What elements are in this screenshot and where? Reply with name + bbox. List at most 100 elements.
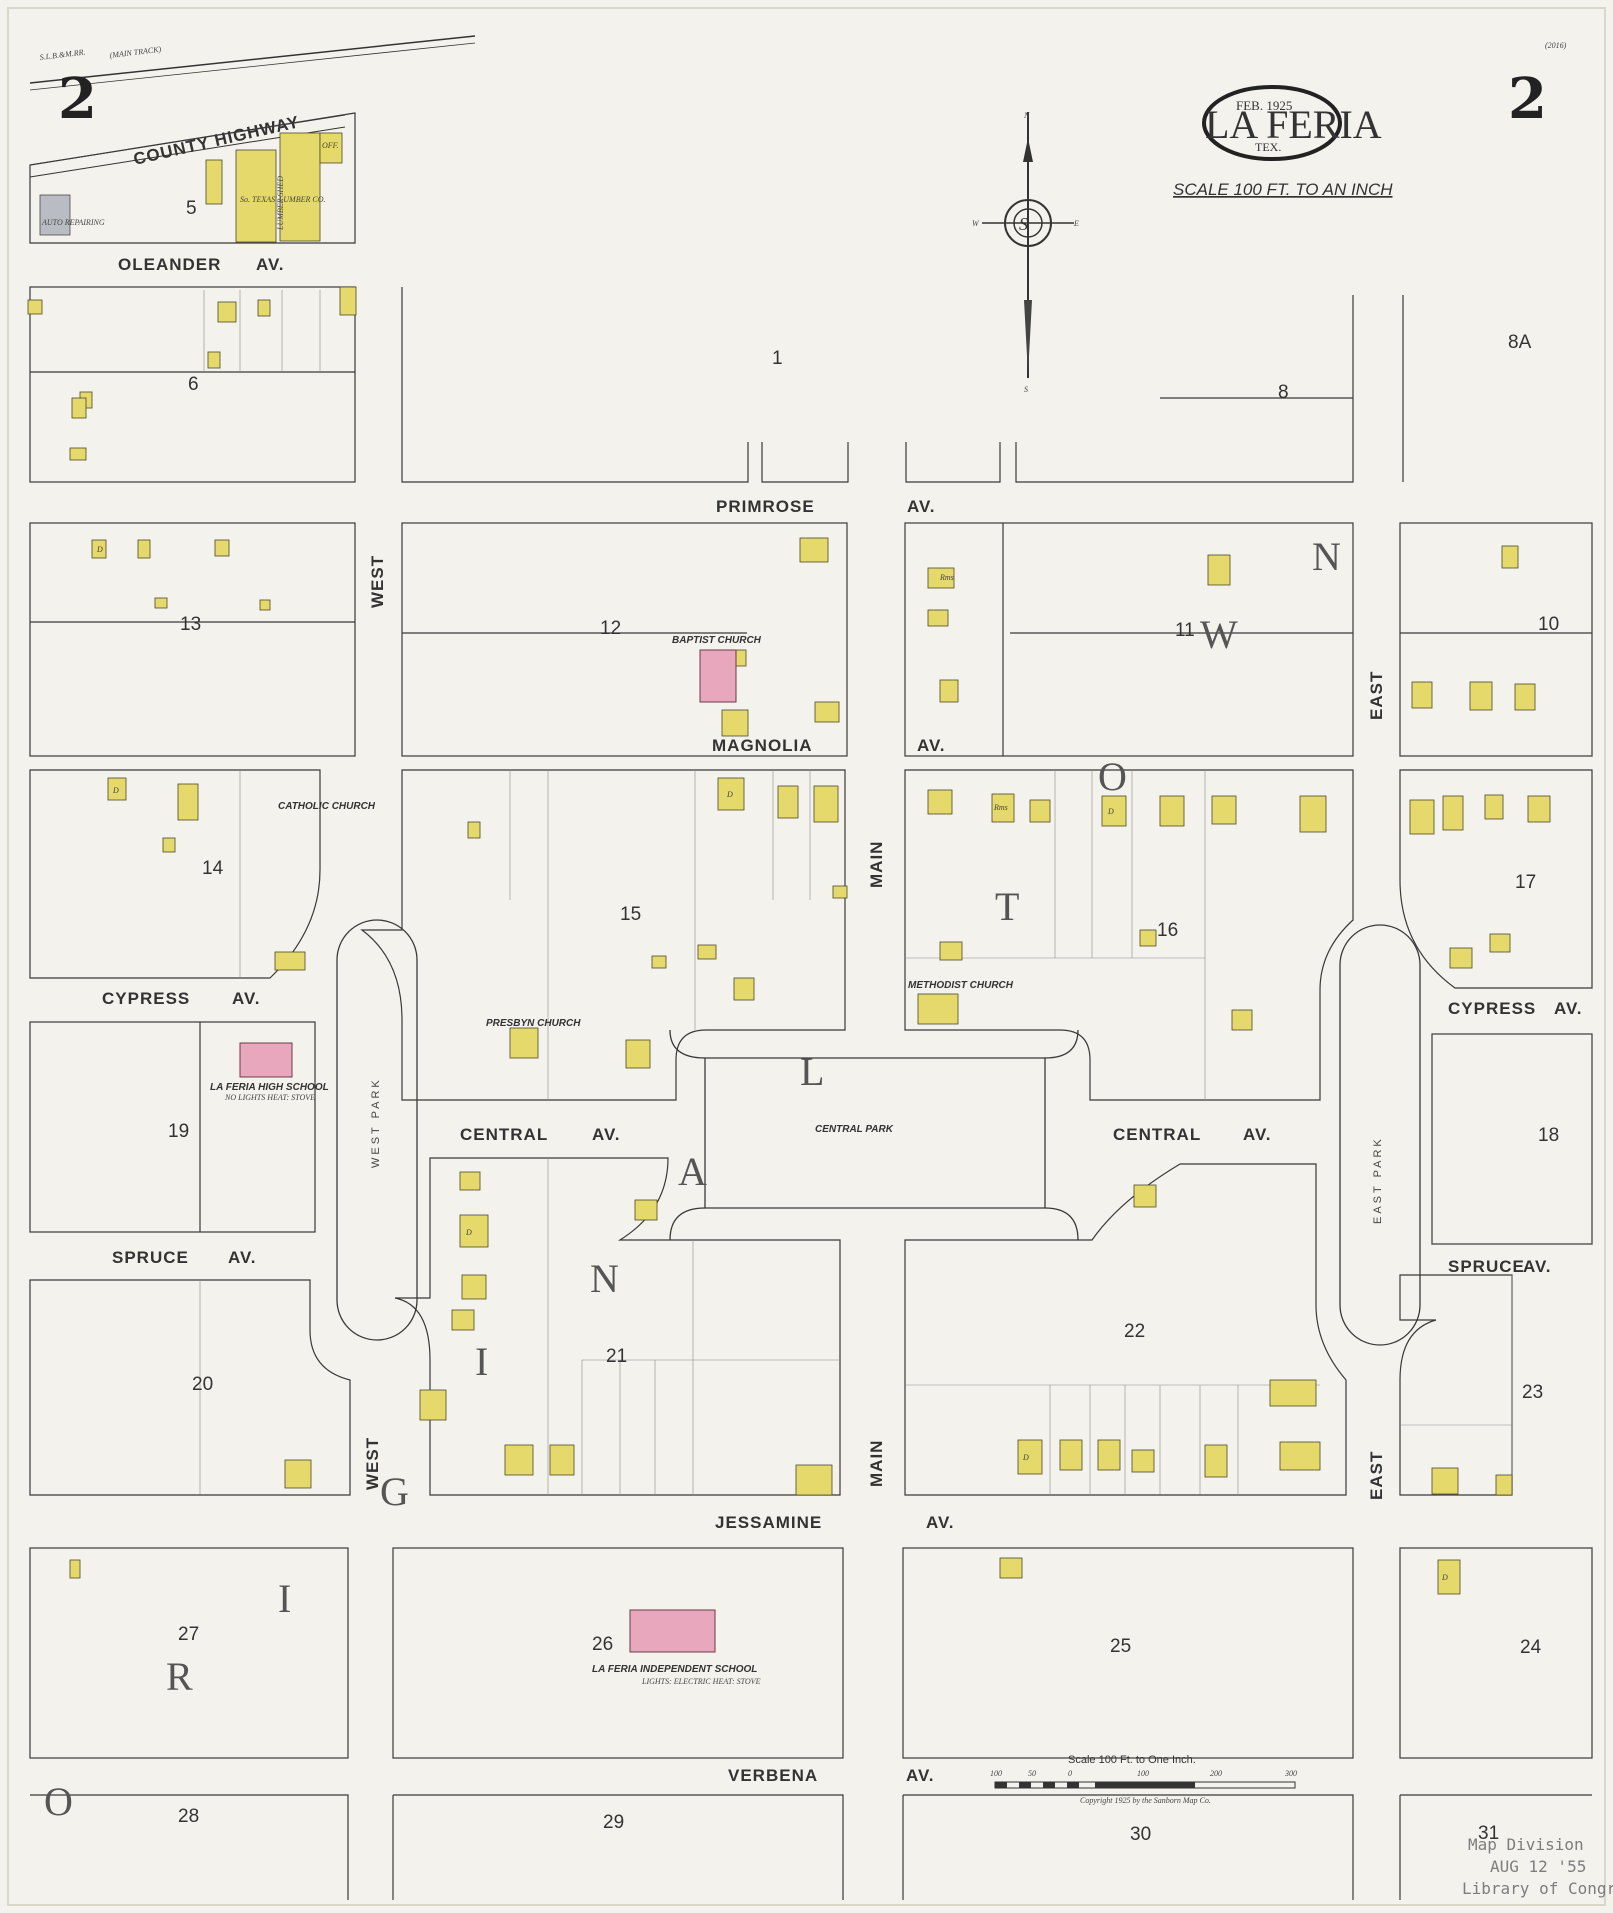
scale-tick: 50	[1028, 1769, 1036, 1778]
methodist-church-label: METHODIST CHURCH	[908, 980, 1014, 991]
block-number: 22	[1124, 1321, 1145, 1342]
block-number: 8A	[1508, 332, 1532, 353]
street-central-east-av: AV.	[1243, 1125, 1272, 1144]
original-town-letters: O R I G I N A L T O W N	[44, 534, 1341, 1824]
rooms-label: Rms	[993, 803, 1008, 812]
street-verbena: VERBENA	[728, 1766, 818, 1785]
ghost-letter: W	[1200, 612, 1238, 657]
street-jessamine-av: AV.	[926, 1513, 955, 1532]
lumber-yard: So. TEXAS' LUMBER CO. AUTO REPAIRING LUM…	[39, 132, 343, 243]
ghost-letter: T	[995, 884, 1019, 929]
block-number: 31	[1478, 1823, 1499, 1844]
block-number: 12	[600, 618, 621, 639]
dwelling-label: D	[1022, 1453, 1029, 1462]
street-cypress-west: CYPRESS	[102, 989, 190, 1008]
block-number: 26	[592, 1634, 613, 1655]
street-magnolia-av: AV.	[917, 736, 946, 755]
block-number: 23	[1522, 1382, 1543, 1403]
street-west-upper: WEST	[368, 555, 387, 608]
dwelling-label: D	[726, 790, 733, 799]
compass-monogram: S	[1019, 214, 1028, 234]
buildings-dwellings	[27, 286, 1551, 1595]
block-numbers: 1 5 6 8 8A 10 11 12 13 14 15 16 17 18 19…	[168, 198, 1559, 1845]
scale-bar: Scale 100 Ft. to One Inch. 100 50 0 100 …	[990, 1754, 1297, 1805]
scale-tick: 0	[1068, 1769, 1072, 1778]
street-main-upper: MAIN	[867, 841, 886, 888]
street-oleander: OLEANDER	[118, 255, 221, 274]
compass-rose: S N S E W	[972, 111, 1079, 394]
parks	[336, 919, 1421, 1346]
street-central-west: CENTRAL	[460, 1125, 548, 1144]
scale-bar-title: Scale 100 Ft. to One Inch.	[1068, 1754, 1196, 1766]
office-label: OFF.	[322, 141, 339, 150]
library-stamp: Map Division AUG 12 '55 Library of Congr…	[1462, 1835, 1613, 1898]
block-number: 21	[606, 1346, 627, 1367]
baptist-church-label: BAPTIST CHURCH	[672, 635, 762, 646]
ghost-letter: G	[380, 1469, 409, 1514]
dwelling-label: D	[465, 1228, 472, 1237]
west-park-label: WEST PARK	[370, 1077, 382, 1168]
brick-buildings	[239, 649, 737, 1653]
ghost-letter: L	[800, 1049, 824, 1094]
block-number: 5	[186, 198, 197, 219]
dwelling-label: D	[112, 786, 119, 795]
dwelling-label: D	[1441, 1573, 1448, 1582]
street-west-lower: WEST	[363, 1437, 382, 1490]
block-number: 11	[1175, 620, 1195, 641]
auto-repairing-label: AUTO REPAIRING	[41, 218, 105, 227]
independent-school-label: LA FERIA INDEPENDENT SCHOOL	[592, 1664, 757, 1675]
street-central-west-av: AV.	[592, 1125, 621, 1144]
title-cartouche: FEB. 1925 LA FERIA TEX. SCALE 100 FT. TO…	[1173, 85, 1393, 199]
street-cypress-west-av: AV.	[232, 989, 261, 1008]
dwelling-labels: D D D D D D D Rms Rms	[96, 545, 1448, 1582]
high-school-note: NO LIGHTS HEAT: STOVE	[224, 1093, 315, 1102]
street-spruce-east-av: AV.	[1523, 1257, 1552, 1276]
block-number: 13	[180, 614, 201, 635]
block-number: 17	[1515, 872, 1536, 893]
street-east-upper: EAST	[1367, 671, 1386, 720]
block-number: 29	[603, 1812, 624, 1833]
title-scale: SCALE 100 FT. TO AN INCH	[1173, 180, 1393, 199]
stamp-line3: Library of Congress	[1462, 1879, 1613, 1898]
ghost-letter: O	[44, 1779, 73, 1824]
ghost-letter: R	[166, 1654, 193, 1699]
scale-tick: 300	[1284, 1769, 1297, 1778]
street-cypress-east-av: AV.	[1554, 999, 1583, 1018]
lot-lines	[199, 290, 1513, 1495]
block-outlines	[29, 112, 1593, 1900]
street-primrose: PRIMROSE	[716, 497, 815, 516]
block-number: 6	[188, 374, 199, 395]
title-town: LA FERIA	[1205, 102, 1382, 147]
block-number: 25	[1110, 1636, 1131, 1657]
block-number: 16	[1157, 920, 1178, 941]
scale-tick: 100	[990, 1769, 1002, 1778]
compass-w: W	[972, 219, 980, 228]
ghost-letter: I	[278, 1576, 291, 1621]
east-park-label: EAST PARK	[1372, 1136, 1384, 1224]
compass-s: S	[1024, 385, 1028, 394]
south-texas-lumber-label: So. TEXAS' LUMBER CO.	[240, 195, 325, 204]
rooms-label: Rms	[939, 573, 954, 582]
block-number: 15	[620, 904, 641, 925]
ghost-letter: N	[1312, 534, 1341, 579]
dwelling-label: D	[1107, 807, 1114, 816]
title-date: FEB. 1925	[1236, 98, 1292, 113]
stamp-line2: AUG 12 '55	[1490, 1857, 1586, 1876]
ghost-letter: I	[475, 1339, 488, 1384]
block-number: 8	[1278, 382, 1289, 403]
railway: S.L.B.&M.RR. (MAIN TRACK)	[29, 35, 476, 91]
street-spruce-west-av: AV.	[228, 1248, 257, 1267]
catholic-church-label: CATHOLIC CHURCH	[278, 801, 376, 812]
block-number: 27	[178, 1624, 199, 1645]
block-number: 20	[192, 1374, 213, 1395]
stamp-line1: Map Division	[1468, 1835, 1584, 1854]
street-verbena-av: AV.	[906, 1766, 935, 1785]
scale-tick: 200	[1210, 1769, 1222, 1778]
block-number: 18	[1538, 1125, 1559, 1146]
block-number: 14	[202, 858, 224, 879]
copyright: Copyright 1925 by the Sanborn Map Co.	[1080, 1796, 1211, 1805]
street-primrose-av: AV.	[907, 497, 936, 516]
sheet-number-left: 2	[58, 66, 97, 132]
ghost-letter: A	[678, 1149, 707, 1194]
